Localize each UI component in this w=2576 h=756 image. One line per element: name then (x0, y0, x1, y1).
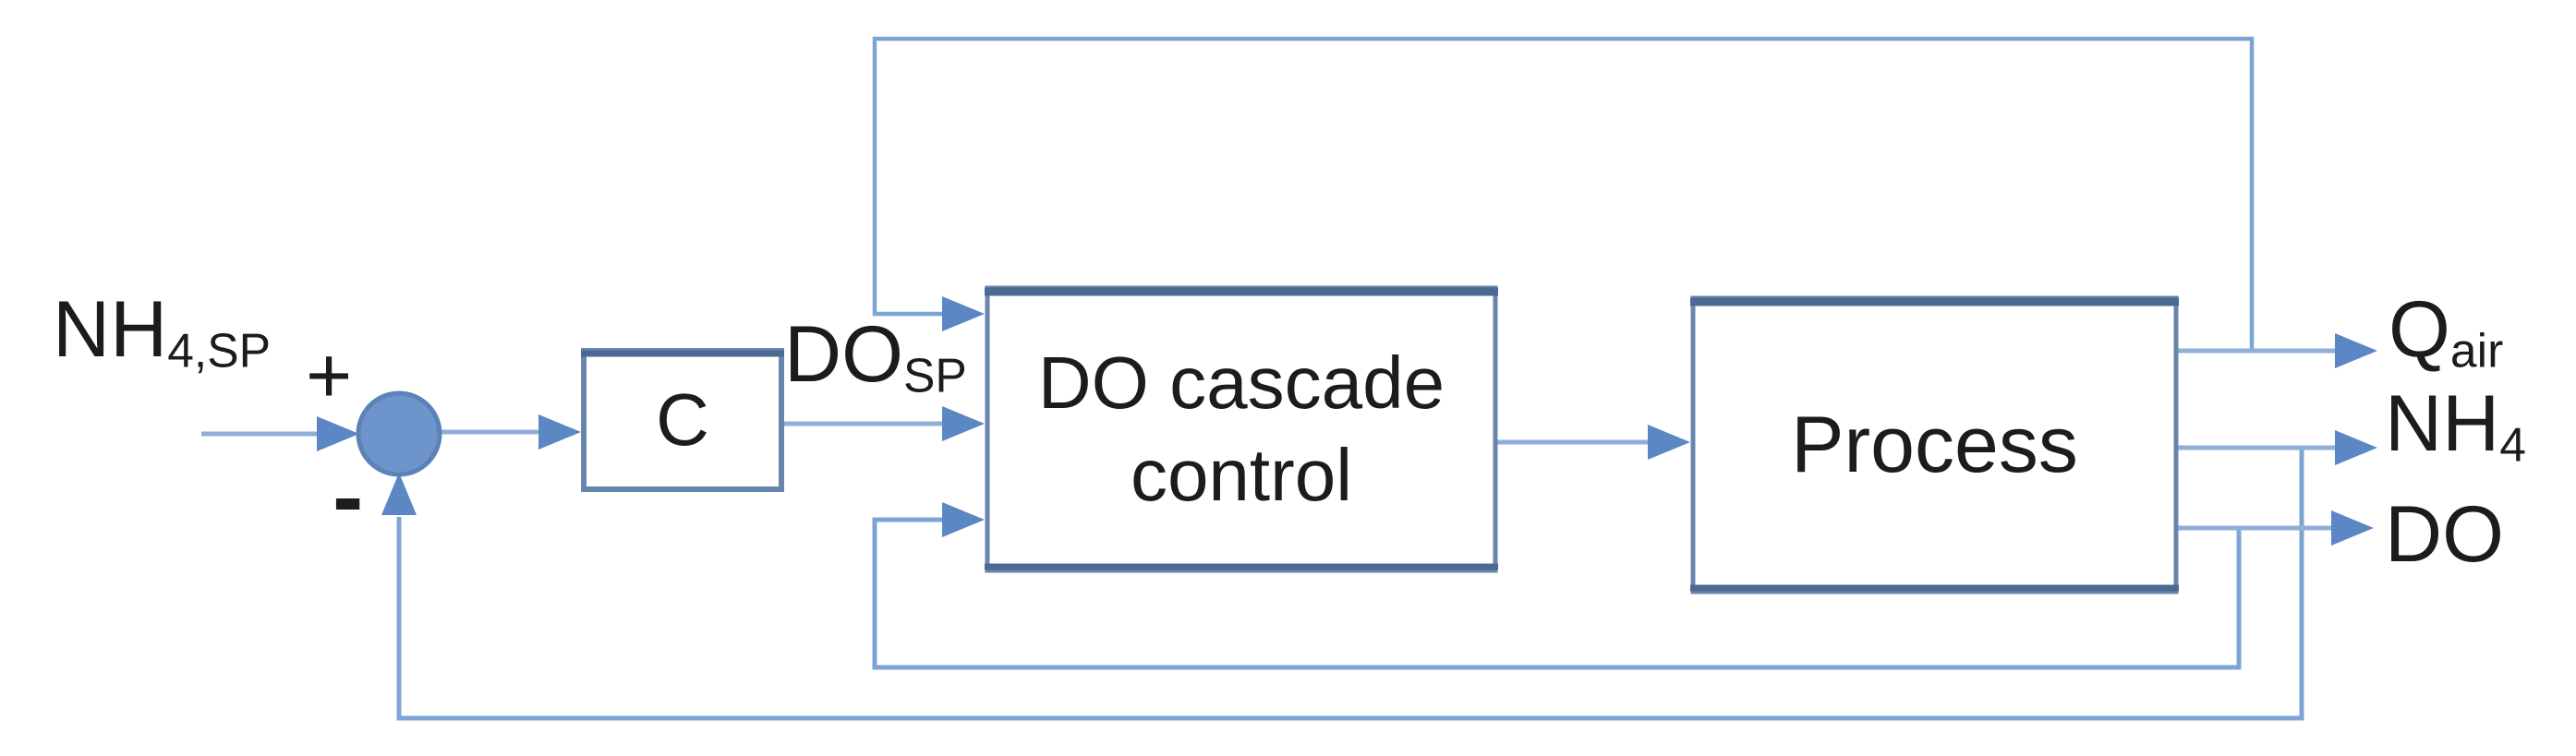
nh4-setpoint-text: NH (53, 285, 168, 374)
qair-output-arrowhead-icon (2335, 333, 2377, 368)
nh4-output-arrowhead-icon (2335, 430, 2377, 465)
qair-feedback-line (872, 36, 2255, 351)
do-cascade-control-box (985, 285, 1498, 573)
controller-box-label: C (656, 378, 709, 461)
do-feedback-arrowhead-icon (942, 502, 985, 537)
do-cascade-label-line2: control (1130, 434, 1353, 516)
nh4-feedback-line (396, 448, 2304, 721)
do-setpoint-text: DO (784, 310, 903, 399)
do-cascade-control-box-label: DO cascade control (987, 288, 1495, 570)
process-box-label: Process (1791, 400, 2078, 489)
qair-output-label: Qair (2389, 290, 2503, 375)
process-box (1690, 295, 2179, 594)
summing-junction (356, 390, 442, 477)
do-output-text: DO (2385, 490, 2504, 579)
do-output-label: DO (2385, 495, 2504, 574)
cascade-to-process-arrowhead-icon (1648, 425, 1690, 460)
do-cascade-label-line1: DO cascade (1037, 342, 1445, 424)
nh4-output-label: NH4 (2385, 384, 2526, 469)
do-feedback-line (872, 517, 2242, 670)
plus-sign-label: + (306, 331, 353, 420)
controller-box (581, 348, 784, 492)
nh4-output-subscript: 4 (2499, 417, 2526, 472)
nh4-output-text: NH (2385, 379, 2500, 468)
qair-output-subscript: air (2449, 323, 2504, 378)
do-setpoint-subscript: SP (903, 348, 967, 402)
do-setpoint-arrowhead-icon (942, 406, 985, 441)
nh4-setpoint-label: NH4,SP (53, 290, 271, 375)
do-output-arrowhead-icon (2331, 510, 2374, 546)
minus-sign-label: - (333, 445, 364, 548)
nh4-setpoint-arrowhead-icon (317, 416, 359, 451)
qair-feedback-arrowhead-icon (942, 296, 985, 331)
nh4-setpoint-subscript: 4,SP (167, 323, 272, 378)
nh4-feedback-arrowhead-icon (381, 473, 417, 515)
sum-to-controller-arrowhead-icon (538, 414, 581, 450)
qair-output-text: Q (2389, 285, 2450, 374)
do-setpoint-label: DOSP (784, 315, 967, 400)
